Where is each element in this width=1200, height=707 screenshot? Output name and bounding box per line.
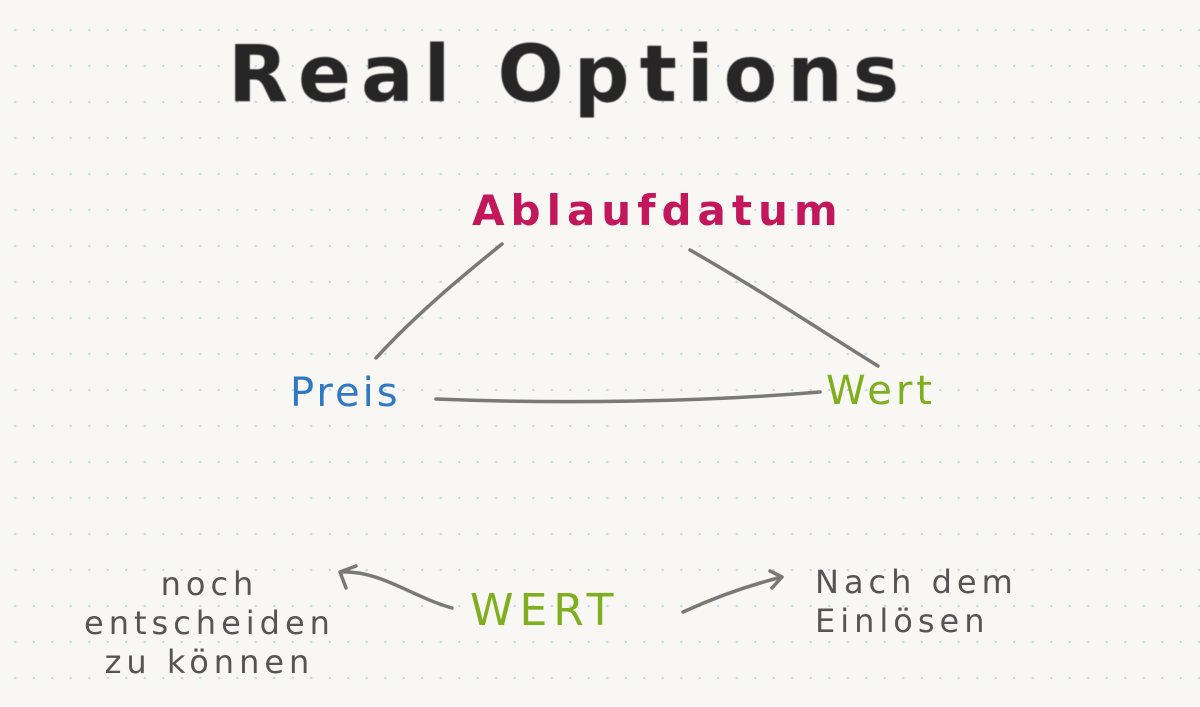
arrow-wert-to-right-note xyxy=(681,569,784,614)
bottom-wert-label: WERT xyxy=(470,585,620,636)
right-note-line: Einlösen xyxy=(815,602,990,640)
arrow-wert-to-left-note xyxy=(338,564,454,610)
node-ablaufdatum: Ablaufdatum xyxy=(472,186,844,235)
line-ablaufdatum-preis xyxy=(374,242,504,360)
left-note-line: noch xyxy=(160,565,259,603)
node-preis: Preis xyxy=(290,370,401,416)
left-note-line: entscheiden xyxy=(84,604,335,642)
left-note: noch entscheiden zu können xyxy=(84,565,335,682)
left-note-line: zu können xyxy=(104,643,315,681)
page-title: Real Options xyxy=(228,30,910,120)
line-ablaufdatum-wert xyxy=(688,248,880,368)
right-note-line: Nach dem xyxy=(815,563,1018,601)
node-wert: Wert xyxy=(826,368,936,414)
right-note: Nach dem Einlösen xyxy=(815,563,1018,641)
line-preis-wert xyxy=(434,390,822,404)
